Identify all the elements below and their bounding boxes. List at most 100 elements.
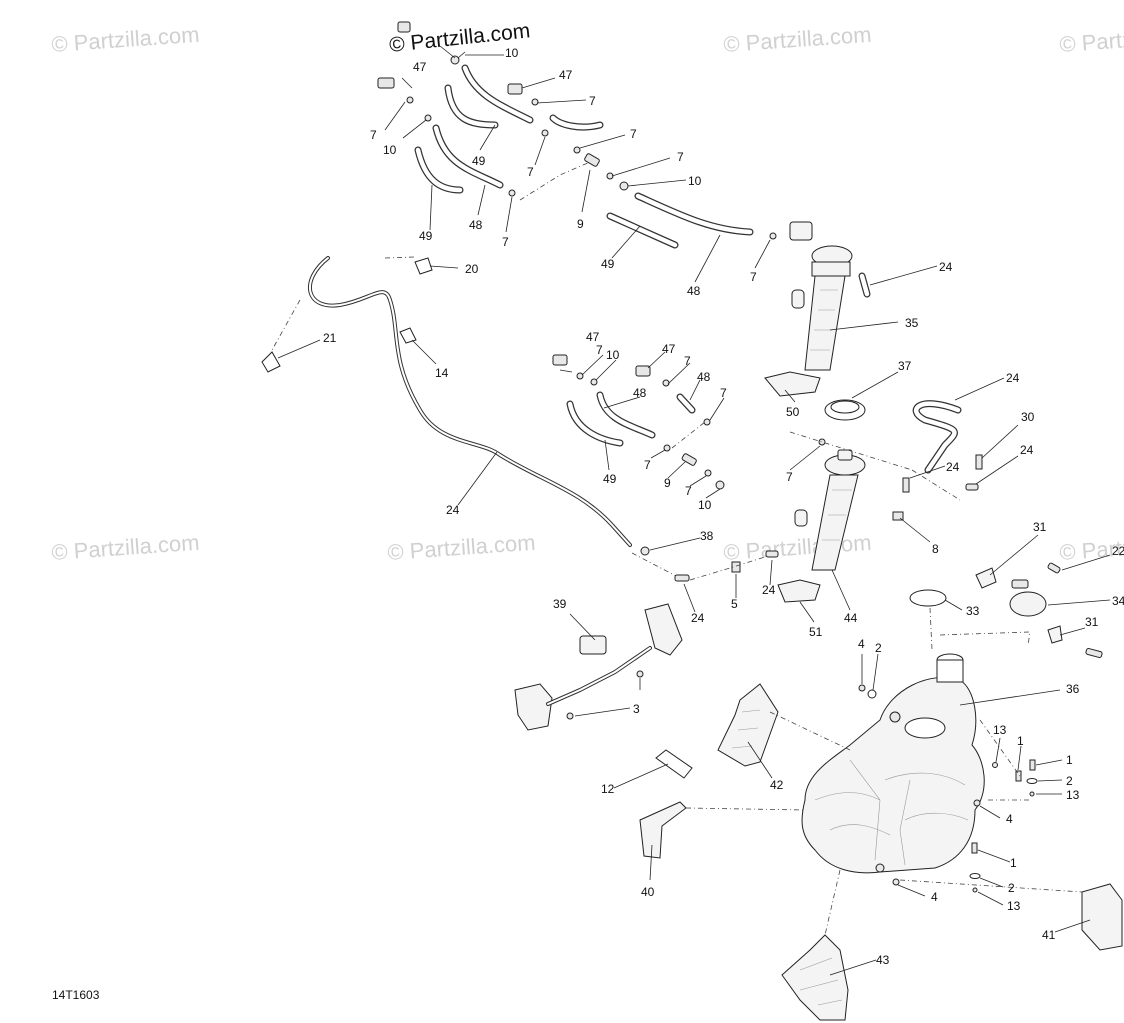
watermark-text: © Partzilla.com (1059, 22, 1124, 57)
washer-2-part (969, 873, 981, 879)
pump-body-part (804, 275, 846, 371)
clamp-7-part (406, 96, 414, 104)
pump-filter-part (791, 289, 805, 309)
callout-31: 31 (1033, 520, 1047, 534)
connector-47-part (635, 365, 651, 377)
fitting-9-part (681, 453, 697, 466)
watermark-text: © Partzilla.com (51, 22, 201, 57)
hose-24-part (765, 550, 779, 558)
callout-5: 5 (731, 597, 738, 611)
connector-47-part (507, 83, 523, 95)
callout-7: 7 (750, 270, 757, 284)
diagram-code: 14T1603 (52, 988, 100, 1002)
callout-24: 24 (1006, 371, 1020, 385)
fitting-30-part (975, 454, 983, 470)
assembly-lines (685, 711, 1083, 936)
tank-mount-part (875, 863, 885, 873)
connector-47-part (552, 354, 568, 366)
callout-22: 22 (1112, 544, 1124, 558)
clamp-10-part (715, 480, 725, 490)
clamp-7-part (818, 438, 826, 446)
watermark-layer: © Partzilla.com © Partzilla.com © Partzi… (51, 19, 1124, 565)
tank-mount-part (889, 711, 901, 723)
guard-43 (781, 934, 849, 1021)
callout-48: 48 (687, 284, 701, 298)
hose-24-part (965, 483, 979, 491)
callout-10: 10 (606, 348, 620, 362)
callout-7: 7 (684, 354, 691, 368)
callout-4: 4 (858, 637, 865, 651)
callout-33: 33 (966, 604, 980, 618)
heat-shield-42 (717, 683, 779, 767)
hose-24-part (674, 574, 690, 582)
callout-7: 7 (596, 343, 603, 357)
watermark-text: © Partzilla.com (723, 530, 873, 565)
callout-49: 49 (419, 229, 433, 243)
callout-49: 49 (601, 257, 615, 271)
hose-24-part (902, 477, 910, 493)
pad-12 (655, 749, 693, 779)
callout-44: 44 (844, 611, 858, 625)
callout-7: 7 (370, 128, 377, 142)
sensor-31-plug (1085, 647, 1103, 659)
callout-2: 2 (875, 641, 882, 655)
harness-connector-part (644, 603, 683, 656)
callout-7: 7 (786, 470, 793, 484)
clamp-7-part (663, 444, 671, 452)
sensor-31-part (975, 567, 997, 589)
upper-hose-group (377, 21, 777, 259)
callout-8: 8 (932, 542, 939, 556)
pump-body-part (811, 474, 859, 571)
fastener-group (858, 684, 1038, 893)
washer-2-part (867, 689, 877, 699)
fuel-tank-body (801, 676, 985, 874)
guard-41 (1081, 883, 1123, 951)
clamp-10-part (590, 378, 598, 386)
clamp-7-part (703, 418, 711, 426)
callout-10: 10 (505, 46, 519, 60)
nut-4-part (973, 799, 981, 807)
callout-49: 49 (603, 472, 617, 486)
callout-48: 48 (469, 218, 483, 232)
callout-48: 48 (633, 386, 647, 400)
harness-connector-part (514, 683, 553, 731)
callout-24: 24 (946, 460, 960, 474)
fuel-tank-pump-opening (904, 717, 946, 739)
harness-39 (514, 603, 683, 731)
cap-assembly-group (939, 562, 1103, 659)
bolt-1-part (971, 842, 978, 854)
callout-7: 7 (685, 484, 692, 498)
clamp-7-part (662, 379, 670, 387)
callout-1: 1 (1066, 753, 1073, 767)
callout-10: 10 (383, 143, 397, 157)
pump-float-50 (764, 371, 821, 397)
middle-hose-group (552, 354, 725, 490)
callout-7: 7 (630, 127, 637, 141)
fitting-5-part (731, 561, 741, 573)
watermark-text: © Partzilla.com (51, 530, 201, 565)
fitting-9-part (584, 153, 600, 167)
callout-24: 24 (939, 260, 953, 274)
callout-2: 2 (1066, 774, 1073, 788)
clip-20-part (414, 257, 433, 275)
callout-7: 7 (589, 94, 596, 108)
watermark-text: © Partzilla.com (723, 22, 873, 57)
callout-38: 38 (700, 529, 714, 543)
pump-connector-part (789, 221, 813, 241)
callout-35: 35 (905, 316, 919, 330)
cap-34-connector (1011, 579, 1029, 589)
callout-49: 49 (472, 154, 486, 168)
gasket-33-part (909, 589, 947, 607)
callout-7: 7 (502, 235, 509, 249)
fuel-tank-neck (936, 659, 964, 683)
leader-lines (277, 45, 1111, 976)
harness-wire-part (546, 646, 652, 706)
callout-9: 9 (664, 476, 671, 490)
callout-9: 9 (577, 217, 584, 231)
clamp-7-part (704, 469, 712, 477)
callout-47: 47 (559, 68, 573, 82)
nut-4-part (892, 878, 900, 886)
fuel-tank-36 (801, 653, 985, 874)
callout-43: 43 (876, 953, 890, 967)
